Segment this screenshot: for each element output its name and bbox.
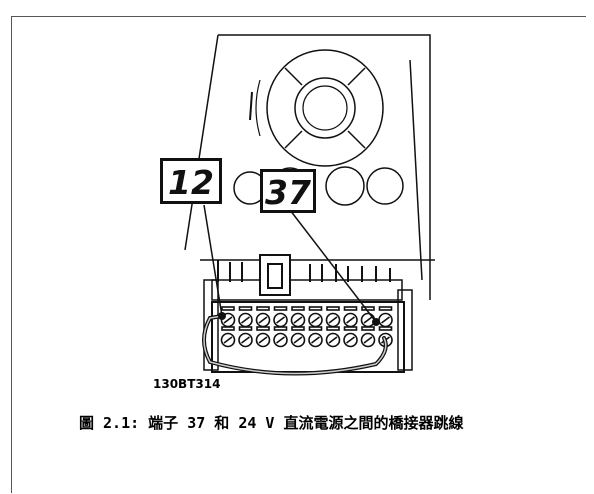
screw-slot	[346, 316, 355, 324]
terminal-tab	[291, 326, 305, 331]
screw-slot	[223, 316, 233, 324]
terminal-screw	[238, 332, 253, 348]
screw-slot	[293, 336, 303, 344]
device-edge-right	[409, 59, 423, 281]
terminal-tab	[238, 326, 253, 331]
terminal-tab	[221, 306, 235, 311]
keypad-icon	[249, 49, 384, 167]
terminal-tab	[291, 306, 305, 311]
screw-slot	[311, 316, 320, 324]
screw-slot	[311, 336, 320, 344]
figure-caption: 圖 2.1: 端子 37 和 24 V 直流電源之間的橋接器跳線	[79, 414, 464, 432]
terminal-tab	[378, 326, 393, 331]
terminal-tab	[343, 326, 358, 331]
terminal-tab	[308, 306, 323, 311]
screw-slot	[363, 316, 373, 324]
leader-37	[289, 209, 377, 323]
screw-slot	[346, 336, 355, 344]
terminal-diagram	[184, 34, 435, 376]
terminal-tab	[221, 326, 235, 331]
terminal-tab	[273, 326, 288, 331]
terminal-tab	[273, 306, 288, 311]
screw-slot	[241, 316, 250, 324]
terminal-tab	[308, 326, 323, 331]
screw-slot	[381, 316, 390, 324]
terminal-jumper-figure: 12 37	[140, 20, 440, 390]
terminal-screw	[220, 332, 236, 348]
device-edge-left	[184, 34, 219, 251]
screw-slot	[293, 316, 303, 324]
screw-slot	[276, 336, 285, 344]
terminal-tab	[326, 326, 340, 331]
screw-slot	[241, 336, 250, 344]
terminal-screw	[343, 332, 358, 348]
terminal-tab	[256, 306, 270, 311]
pin-header	[211, 254, 403, 301]
terminal-tab	[361, 306, 375, 311]
terminal-screw	[255, 332, 271, 348]
screw-slot	[258, 316, 268, 324]
terminal-block	[203, 279, 413, 373]
terminal-screw	[308, 332, 323, 348]
terminal-screw	[360, 332, 376, 348]
leader-12	[203, 204, 223, 317]
terminal-tab	[343, 306, 358, 311]
page-frame	[11, 16, 586, 493]
terminal-screw	[325, 332, 341, 348]
terminal-screw	[273, 332, 288, 348]
terminal-tab	[326, 306, 340, 311]
terminal-screw	[290, 332, 306, 348]
terminal-tab	[256, 326, 270, 331]
screw-slot	[328, 316, 338, 324]
screw-slot	[328, 336, 338, 344]
terminal-tab	[378, 306, 393, 311]
terminal-tab	[361, 326, 375, 331]
screw-slot	[363, 336, 373, 344]
screw-slot	[276, 316, 285, 324]
terminal-tab	[238, 306, 253, 311]
terminal-label-12: 12	[160, 158, 222, 204]
terminal-label-37: 37	[260, 169, 316, 213]
screw-slot	[258, 336, 268, 344]
screw-slot	[223, 336, 233, 344]
drawing-code: 130BT314	[153, 377, 221, 391]
